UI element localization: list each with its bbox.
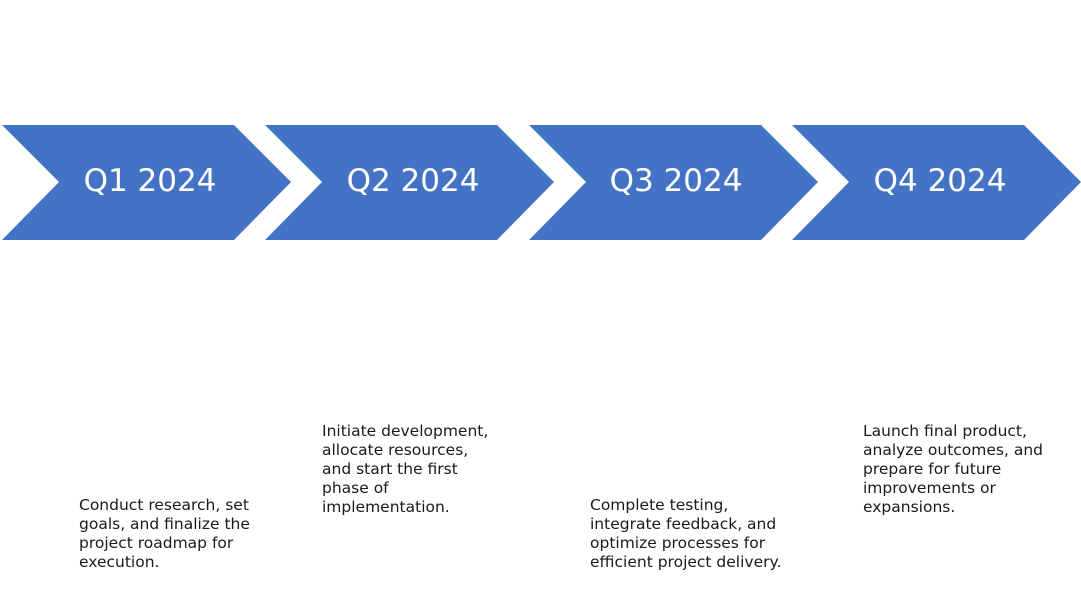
phase-label-q2: Q2 2024: [346, 163, 480, 199]
chevron-q3: [529, 125, 818, 240]
phase-description-q4: Launch final product, analyze outcomes, …: [863, 422, 1044, 516]
phase-description-q2: Initiate development, allocate resources…: [322, 422, 489, 516]
phase-description-q3: Complete testing, integrate feedback, an…: [590, 496, 782, 571]
phase-label-q4: Q4 2024: [873, 163, 1007, 199]
chevron-q2: [265, 125, 554, 240]
phase-label-q1: Q1 2024: [83, 163, 217, 199]
phase-description-q1: Conduct research, set goals, and finaliz…: [79, 496, 250, 571]
phase-label-q3: Q3 2024: [609, 163, 743, 199]
chevron-q4: [792, 125, 1081, 240]
chevron-q1: [2, 125, 291, 240]
